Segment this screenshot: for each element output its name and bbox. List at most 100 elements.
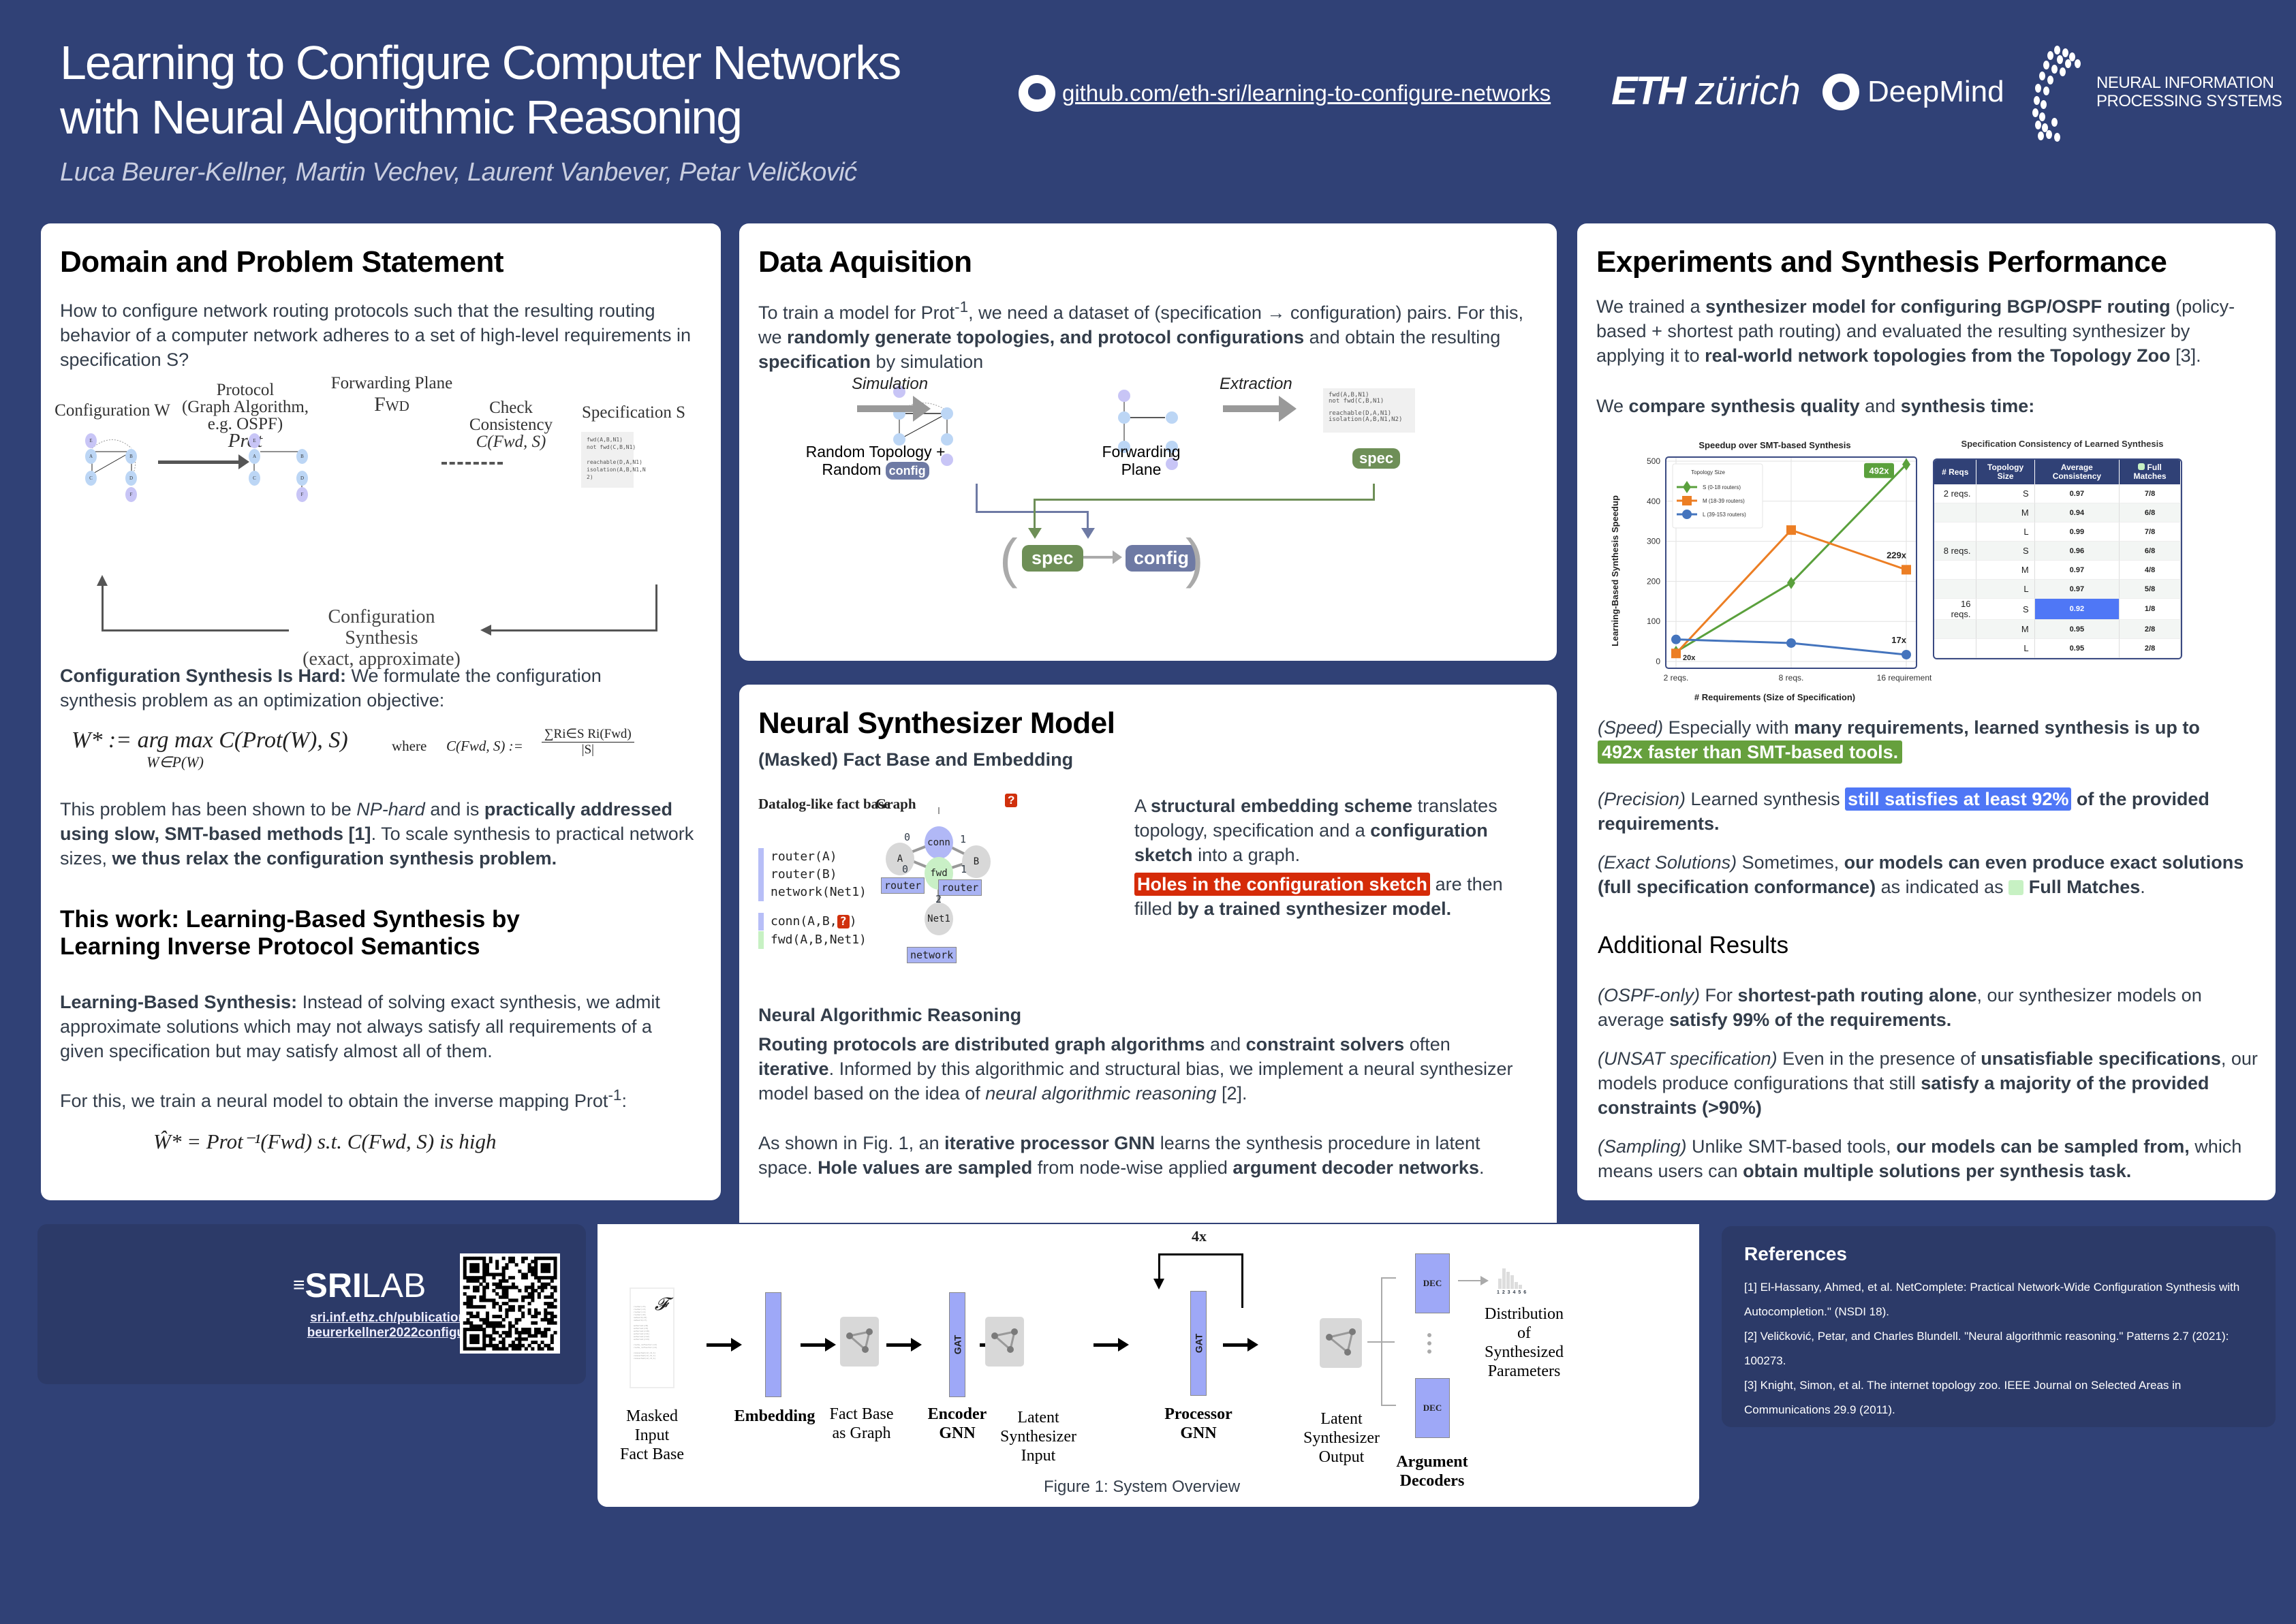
reference-item: [3] Knight, Simon, et al. The internet t… <box>1744 1379 2182 1416</box>
annotation-label: 17x <box>1891 635 1906 645</box>
flow-arrow <box>1223 1338 1258 1352</box>
references-panel: References [1] El-Hassany, Ahmed, et al.… <box>1722 1226 2276 1427</box>
legend-entry: M (18-39 routers) <box>1703 498 1745 504</box>
exact-bold: Full Matches <box>2028 877 2141 897</box>
fig-bold: iterative processor GNN <box>944 1133 1155 1153</box>
experiments-panel: Experiments and Synthesis Performance We… <box>1577 223 2276 1200</box>
srilab-publication-link[interactable]: sri.inf.ethz.ch/publications/ beurerkell… <box>307 1311 477 1341</box>
hard-paragraph: Configuration Synthesis Is Hard: We form… <box>60 663 673 713</box>
github-link[interactable]: github.com/eth-sri/learning-to-configure… <box>1019 75 1551 112</box>
graph-node-b: B <box>962 845 991 878</box>
fig-text: from node-wise applied <box>1032 1157 1233 1178</box>
ospf-text: For <box>1700 985 1738 1005</box>
chart-title: Speedup over SMT-based Synthesis <box>1698 440 1850 450</box>
github-link-text: github.com/eth-sri/learning-to-configure… <box>1062 80 1551 106</box>
consistency-dashed-line <box>441 462 503 465</box>
precision-highlight: still satisfies at least 92% <box>1845 787 2072 811</box>
fwd-node-e: E <box>249 433 260 448</box>
exact-text: Sometimes, <box>1737 852 1844 873</box>
loop-top <box>1158 1253 1243 1255</box>
srilab-logo-bold: SRI <box>305 1266 362 1305</box>
neurips-dot <box>2069 52 2075 61</box>
neurips-dot <box>2034 96 2040 105</box>
label-line: Synthesizer <box>1303 1429 1380 1447</box>
edge-label: 1 <box>961 863 967 875</box>
fact-group-conn: conn(A,B,?) <box>758 913 857 931</box>
cell-topology-size: M <box>1976 503 2035 522</box>
graph-label: Graph <box>875 796 916 812</box>
cell-avg-consistency: 0.92 <box>2034 599 2120 620</box>
compare-bold: compare synthesis quality <box>1628 396 1860 416</box>
legend-marker <box>1682 510 1692 519</box>
srilab-panel: ≡SRILAB sri.inf.ethz.ch/publications/ be… <box>37 1224 586 1384</box>
y-tick-label: 200 <box>1647 576 1660 586</box>
column-header-average-consistency: Average Consistency <box>2034 460 2120 484</box>
chart-x-axis-label: # Requirements (Size of Specification) <box>1694 692 1855 702</box>
neurips-dot <box>2054 133 2060 142</box>
inverse-colon: : <box>621 1091 627 1111</box>
forwarding-plane-label: Forwarding Plane <box>1093 443 1189 478</box>
data-point <box>1671 649 1681 659</box>
processor-gat-block: GAT <box>1190 1291 1207 1396</box>
chart-grid <box>1666 457 1917 668</box>
neurips-dot <box>2046 130 2052 139</box>
random-label-line: Random Topology + <box>805 443 946 460</box>
legend-marker <box>1682 496 1692 505</box>
qr-code[interactable] <box>460 1253 560 1354</box>
lbs-paragraph: Learning-Based Synthesis: Instead of sol… <box>60 990 694 1063</box>
intro-bold: synthesizer model for configuring BGP/OS… <box>1705 296 2171 317</box>
specification-label: Specification S <box>581 403 686 422</box>
label-line: Parameters <box>1487 1362 1561 1380</box>
fact-conn-end: ) <box>849 914 857 928</box>
label-line: Input <box>1021 1447 1056 1465</box>
neurips-dot <box>2057 55 2063 64</box>
pair-config-pill: config <box>1126 545 1197 572</box>
neurips-dot <box>2043 61 2049 69</box>
cell-avg-consistency: 0.97 <box>2034 580 2120 599</box>
intro-part: We trained a <box>1596 296 1706 317</box>
unsat-italic: (UNSAT specification) <box>1598 1048 1778 1069</box>
intro-bold: specification <box>758 352 871 372</box>
annotation-label: 492x <box>1870 466 1890 476</box>
eth-zurich-logo: ETH zürich <box>1611 68 1801 114</box>
y-tick-label: 400 <box>1647 497 1660 506</box>
neurips-dot <box>2060 67 2066 76</box>
encoder-gat-block: GAT <box>949 1292 965 1397</box>
fact-base-label: Datalog-like fact base <box>758 796 890 812</box>
cell-full-matches: 7/8 <box>2120 484 2181 503</box>
inverse-text: For this, we train a neural model to obt… <box>60 1091 608 1111</box>
graph-node-net1: Net1 <box>925 903 953 935</box>
cell-full-matches: 6/8 <box>2120 503 2181 522</box>
node-c: C <box>85 471 97 486</box>
np-bold: practically addressed using slow, SMT-ba… <box>60 799 673 844</box>
experiments-intro: We trained a synthesizer model for confi… <box>1596 294 2257 368</box>
neurips-dot <box>2039 72 2045 80</box>
deepmind-logo-text: DeepMind <box>1867 75 2004 108</box>
pair-arrowhead <box>1113 550 1122 564</box>
graph-box-router-b: router <box>938 879 982 896</box>
objective-equation: W* := arg max C(Prot(W), S) W∈P(W) <box>72 728 348 771</box>
cell-avg-consistency: 0.99 <box>2034 522 2120 542</box>
distribution-histogram-icon <box>1498 1268 1522 1289</box>
extraction-arrow <box>1223 396 1297 422</box>
objective-fraction: ∑Ri∈S Ri(Fwd) |S| <box>542 726 634 758</box>
protocol-arrow <box>158 454 249 469</box>
speed-bold: many requirements, learned synthesis is … <box>1794 717 2200 738</box>
intro-part: To train a model for Prot <box>758 302 955 323</box>
np-italic: NP-hard <box>356 799 425 819</box>
hard-bold: Configuration Synthesis Is Hard: <box>60 666 347 686</box>
speed-text: Especially with <box>1663 717 1795 738</box>
protocol-label-line: e.g. OSPF) <box>207 415 283 433</box>
label-line: Encoder <box>927 1405 987 1423</box>
fact-base-subtitle: (Masked) Fact Base and Embedding <box>758 749 1074 770</box>
cell-reqs <box>1934 522 1977 542</box>
lbs-bold: Learning-Based Synthesis: <box>60 992 298 1012</box>
node-e: E <box>85 433 97 448</box>
